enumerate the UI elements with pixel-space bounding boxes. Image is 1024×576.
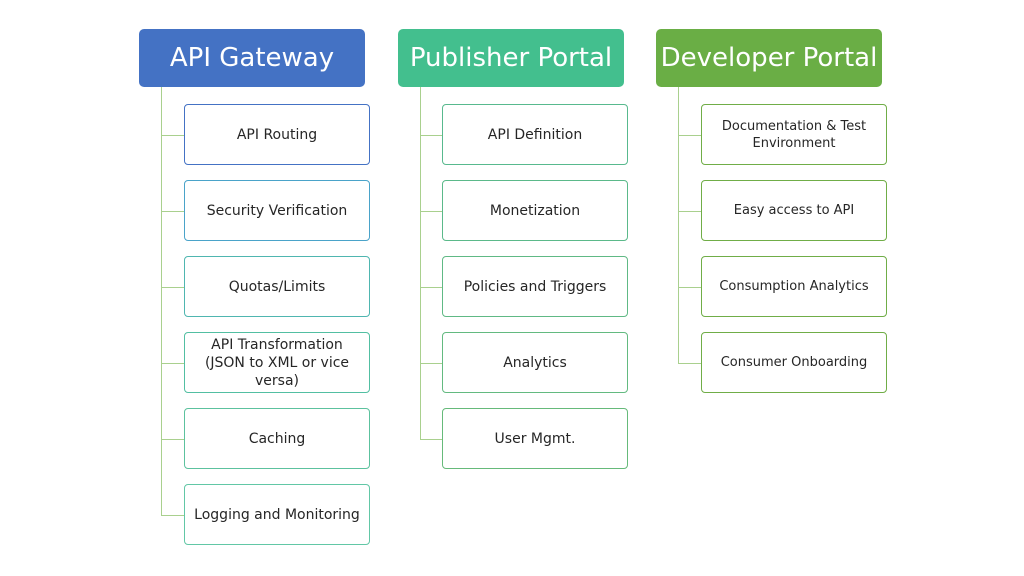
developer-portal-header: Developer Portal [656, 29, 882, 87]
api-gateway-item: Logging and Monitoring [184, 484, 370, 545]
publisher-portal-item: Policies and Triggers [442, 256, 628, 317]
api-gateway-item: Caching [184, 408, 370, 469]
tree-branch-line [161, 515, 184, 516]
tree-trunk-line [678, 87, 679, 364]
developer-portal-item: Easy access to API [701, 180, 887, 241]
tree-branch-line [678, 363, 701, 364]
tree-branch-line [161, 211, 184, 212]
developer-portal-item: Documentation & Test Environment [701, 104, 887, 165]
publisher-portal-header: Publisher Portal [398, 29, 624, 87]
tree-branch-line [678, 287, 701, 288]
tree-branch-line [420, 439, 442, 440]
tree-trunk-line [420, 87, 421, 440]
api-gateway-item: API Routing [184, 104, 370, 165]
tree-branch-line [161, 439, 184, 440]
api-gateway-header: API Gateway [139, 29, 365, 87]
api-gateway-item: API Transformation (JSON to XML or vice … [184, 332, 370, 393]
tree-trunk-line [161, 87, 162, 516]
publisher-portal-item: API Definition [442, 104, 628, 165]
publisher-portal-item: Monetization [442, 180, 628, 241]
api-gateway-item: Quotas/Limits [184, 256, 370, 317]
tree-branch-line [678, 211, 701, 212]
tree-branch-line [678, 135, 701, 136]
tree-branch-line [420, 363, 442, 364]
tree-branch-line [161, 135, 184, 136]
api-gateway-item: Security Verification [184, 180, 370, 241]
tree-branch-line [420, 287, 442, 288]
developer-portal-item: Consumer Onboarding [701, 332, 887, 393]
tree-branch-line [420, 135, 442, 136]
publisher-portal-item: Analytics [442, 332, 628, 393]
tree-branch-line [161, 363, 184, 364]
publisher-portal-item: User Mgmt. [442, 408, 628, 469]
tree-branch-line [161, 287, 184, 288]
developer-portal-item: Consumption Analytics [701, 256, 887, 317]
tree-branch-line [420, 211, 442, 212]
